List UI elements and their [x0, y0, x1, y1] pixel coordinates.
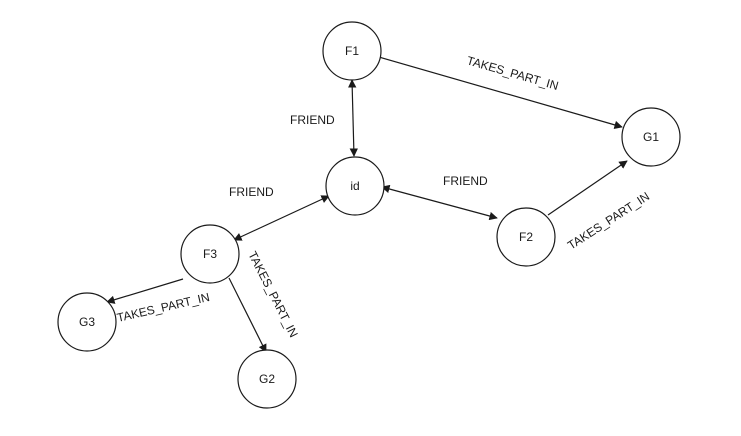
edge-label-id-f2: FRIEND	[443, 174, 488, 188]
edge-id-f2	[381, 184, 498, 221]
node-f1[interactable]: F1	[322, 21, 382, 81]
node-id[interactable]: id	[325, 156, 385, 216]
edge-label-id-f3: FRIEND	[229, 185, 274, 199]
edge-f2-g1	[547, 160, 628, 216]
edge-f1-id	[348, 79, 358, 157]
node-label-g2: G2	[259, 372, 275, 386]
edge-f1-g1	[378, 56, 623, 129]
node-label-f1: F1	[345, 44, 359, 58]
node-label-f2: F2	[519, 230, 533, 244]
node-g3[interactable]: G3	[57, 292, 117, 352]
node-f3[interactable]: F3	[180, 224, 240, 284]
node-f2[interactable]: F2	[496, 207, 556, 267]
edge-label-f2-g1: TAKES_PART_IN	[565, 189, 652, 252]
node-g1[interactable]: G1	[621, 107, 681, 167]
node-label-g3: G3	[79, 315, 95, 329]
node-label-f3: F3	[203, 247, 217, 261]
node-label-id: id	[350, 179, 359, 193]
edge-label-f1-g1: TAKES_PART_IN	[465, 53, 560, 93]
node-g2[interactable]: G2	[237, 349, 297, 409]
edge-f3-g3	[106, 278, 184, 304]
edge-label-f1-id: FRIEND	[290, 113, 335, 127]
edge-id-f3	[233, 195, 330, 241]
edge-f3-g2	[228, 277, 267, 353]
node-label-g1: G1	[643, 130, 659, 144]
